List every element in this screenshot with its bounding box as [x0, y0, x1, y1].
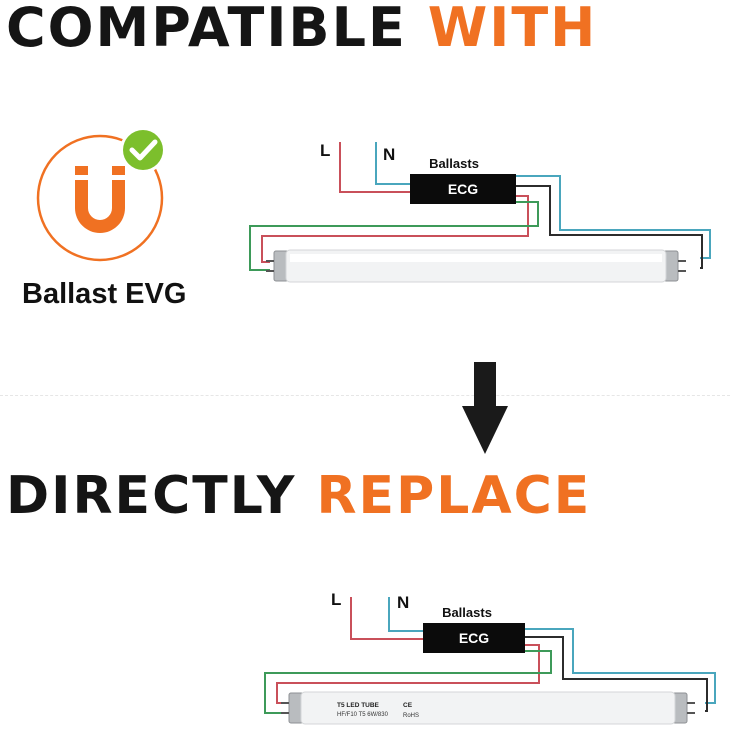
- wiring-diagram-led-tube: ECG Ballasts L N T5 LED TUBE HF/F10 T5 6…: [264, 590, 716, 725]
- u-magnet-icon: [36, 127, 166, 262]
- wiring-diagram-ballast: ECG Ballasts L N: [249, 141, 711, 283]
- neutral-label: N: [383, 145, 395, 164]
- tube-label-2: HF/F10 T5 6W/830: [337, 712, 389, 718]
- live-label: L: [320, 141, 330, 160]
- ce-mark: CE: [403, 702, 413, 709]
- rohs-mark: RoHS: [403, 713, 419, 719]
- live-label-2: L: [331, 590, 341, 609]
- ballast-evg-label: Ballast EVG: [22, 278, 187, 310]
- heading-dark-word: COMPATIBLE: [6, 0, 407, 59]
- heading-accent-word-2: REPLACE: [316, 466, 592, 526]
- ballasts-label: Ballasts: [429, 156, 479, 171]
- check-icon: [120, 127, 166, 173]
- arrow-down-icon: [462, 362, 508, 454]
- heading-directly-replace: DIRECTLY REPLACE: [6, 466, 591, 526]
- tube-label-1: T5 LED TUBE: [337, 702, 380, 709]
- heading-compatible-with: COMPATIBLE WITH: [6, 0, 597, 59]
- neutral-label-2: N: [397, 593, 409, 612]
- section-divider: [0, 395, 730, 396]
- heading-dark-word-2: DIRECTLY: [6, 466, 297, 526]
- ecg-label-2: ECG: [459, 630, 489, 646]
- ballasts-label-2: Ballasts: [442, 605, 492, 620]
- heading-accent-word: WITH: [427, 0, 598, 59]
- ecg-label: ECG: [448, 181, 478, 197]
